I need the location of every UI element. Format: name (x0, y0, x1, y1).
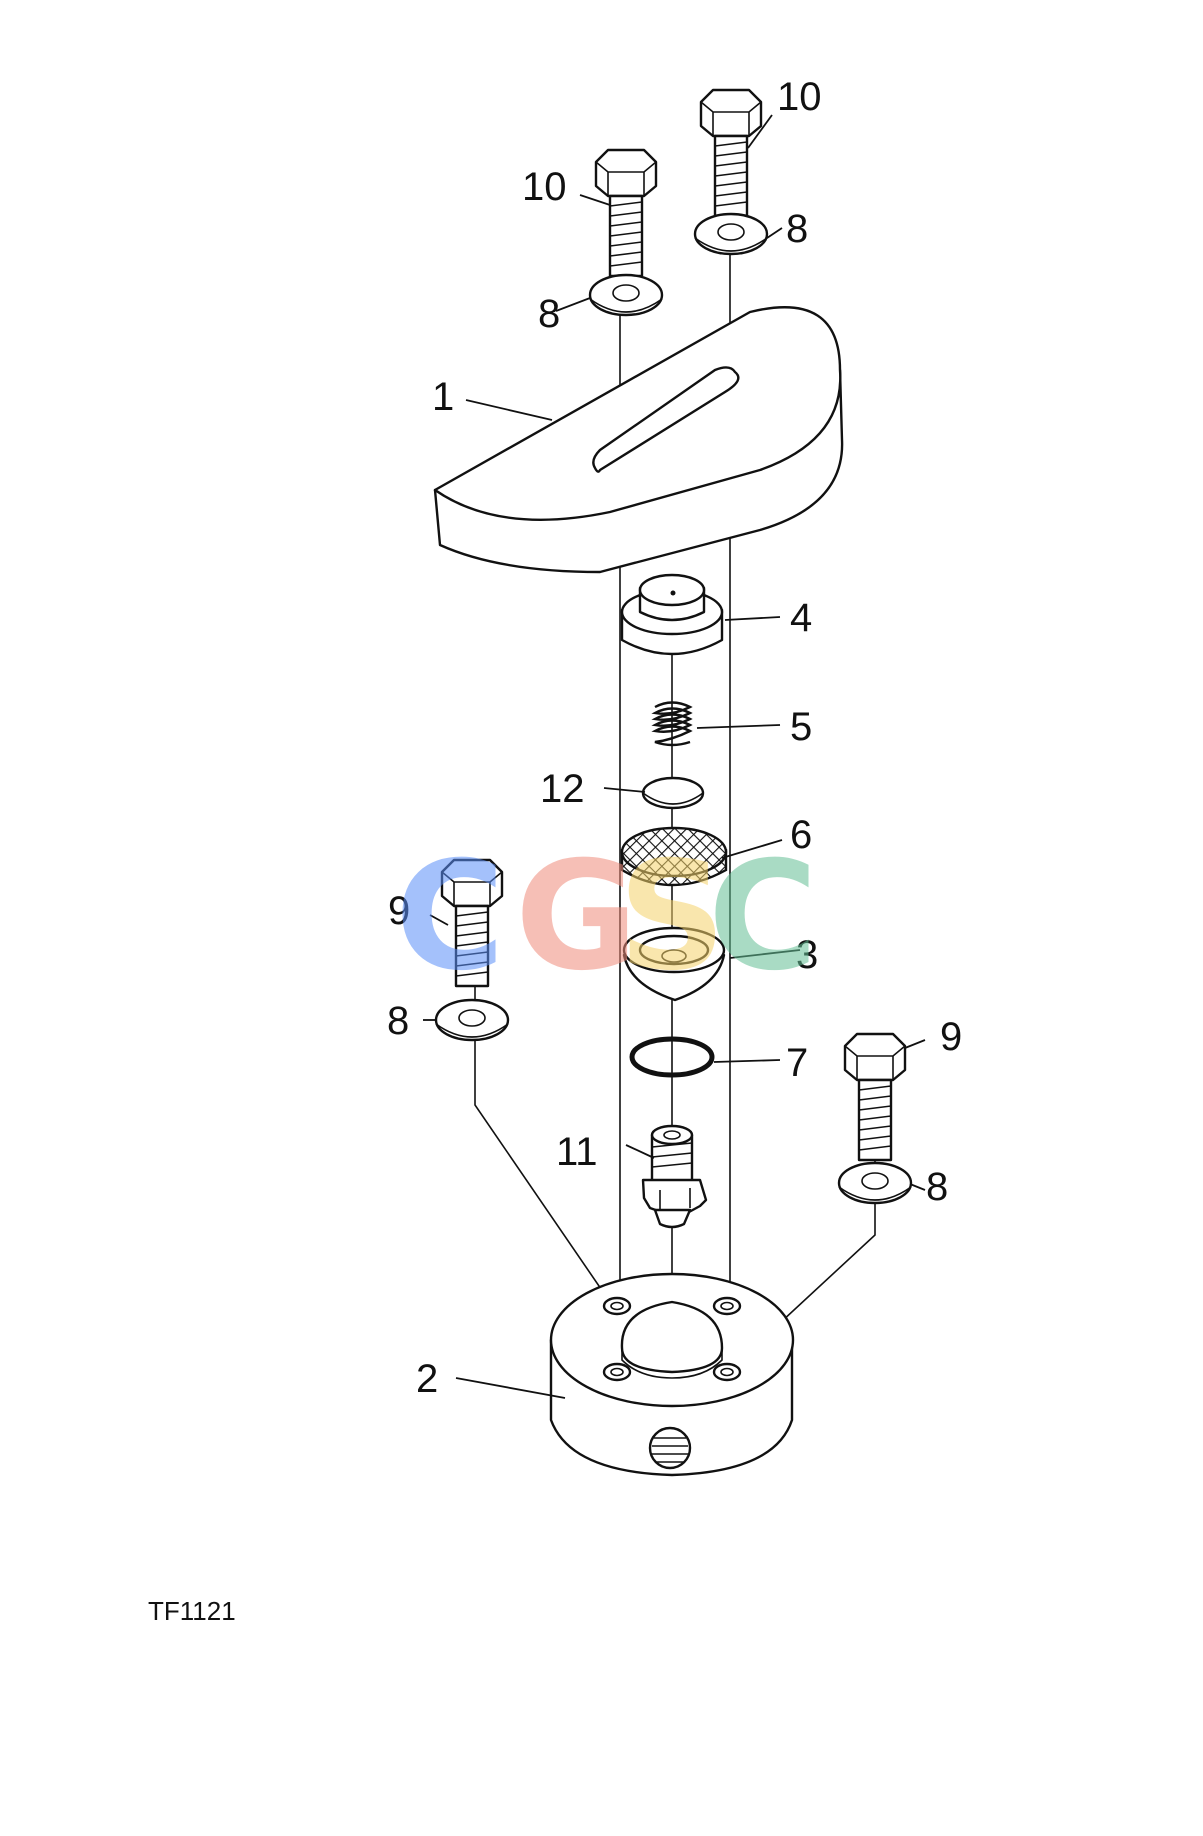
callout-9-left: 9 (388, 889, 410, 933)
part-12-disc (641, 776, 705, 810)
watermark-letter: C (395, 830, 505, 1004)
callout-9-right: 9 (940, 1015, 962, 1059)
watermark-letter: S (618, 830, 726, 1004)
part-8-washer-top-right (693, 212, 769, 256)
bolt-holes (602, 1296, 742, 1382)
part-10-bolt-right (699, 88, 763, 218)
part-3-valve-seat (622, 926, 726, 1002)
callout-12: 12 (540, 767, 585, 811)
callout-labels: 1 2 3 4 5 6 7 8 8 8 8 9 9 10 10 11 12 (387, 75, 962, 1401)
callout-7: 7 (786, 1041, 808, 1085)
threaded-port (648, 1426, 692, 1470)
part-10-bolt-left (594, 148, 658, 278)
watermark-logo: C G S C (395, 830, 818, 1004)
callout-6: 6 (790, 813, 812, 857)
part-8-washer-right (837, 1161, 913, 1205)
part-8-washer-left (434, 998, 510, 1042)
watermark-letter: C (708, 830, 818, 1004)
watermark-letter: G (515, 830, 638, 1004)
callout-8-top-left: 8 (538, 292, 560, 336)
callout-8-right: 8 (926, 1165, 948, 1209)
callout-2: 2 (416, 1357, 438, 1401)
part-4-valve-cap (620, 573, 724, 656)
callout-5: 5 (790, 705, 812, 749)
part-2-base-block (549, 1272, 795, 1477)
callout-1: 1 (432, 375, 454, 419)
part-8-washer-top-left (588, 273, 664, 317)
callout-11: 11 (556, 1130, 598, 1174)
part-9-bolt-right (843, 1032, 907, 1162)
part-7-o-ring (629, 1036, 715, 1078)
part-5-spring (651, 701, 693, 747)
part-6-mesh-screen (620, 826, 728, 887)
callout-10-left: 10 (522, 165, 567, 209)
part-11-fitting (641, 1124, 708, 1229)
part-1-slotted-plate (433, 306, 844, 574)
callout-10-right: 10 (777, 75, 822, 119)
figure-id: TF1121 (148, 1596, 236, 1626)
callout-8-left: 8 (387, 999, 409, 1043)
leader-lines (423, 114, 926, 1399)
callout-8-top-right: 8 (786, 207, 808, 251)
callout-4: 4 (790, 596, 812, 640)
callout-3: 3 (796, 933, 818, 977)
